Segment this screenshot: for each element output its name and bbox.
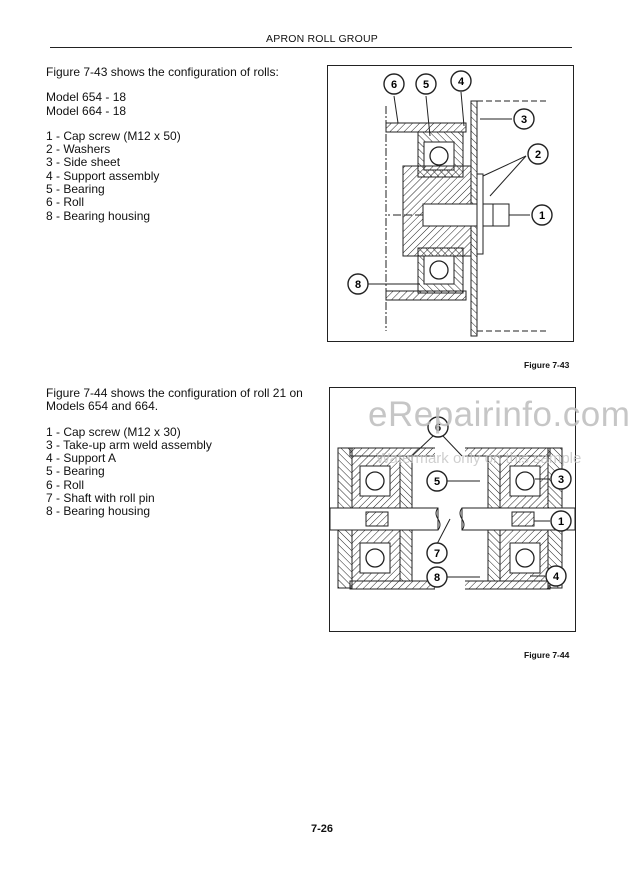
part-list-item: 6 - Roll (46, 477, 85, 492)
figure-7-43-caption: Figure 7-43 (524, 360, 570, 370)
figure-7-44-drawing: 6 5 3 1 7 8 4 (329, 416, 576, 593)
model-line: Model 664 - 18 (46, 103, 127, 118)
part-list-item: 4 - Support assembly (46, 168, 160, 183)
figure-7-44-caption: Figure 7-44 (524, 650, 570, 660)
section-2-text: Figure 7-44 shows the configuration of r… (46, 386, 303, 519)
part-list-item: 3 - Take-up arm weld assembly (46, 437, 212, 452)
svg-text:4: 4 (458, 76, 465, 88)
callout-3: 3 (550, 468, 572, 490)
part-list-item: 1 - Cap screw (M12 x 30) (46, 424, 181, 439)
section-1-text: Figure 7-43 shows the configuration of r… (46, 65, 279, 223)
part-list-item: 8 - Bearing housing (46, 208, 151, 223)
header-rule (50, 47, 572, 48)
svg-text:4: 4 (553, 571, 560, 583)
callout-6: 6 (427, 416, 449, 438)
section-1-intro: Figure 7-43 shows the configuration of r… (46, 65, 279, 79)
page-number: 7-26 (310, 823, 334, 835)
callout-4: 4 (545, 565, 567, 587)
figure-7-44: 6 5 3 1 7 8 4 (329, 387, 576, 632)
part-list-item: 7 - Shaft with roll pin (46, 491, 155, 506)
part-list-item: 6 - Roll (46, 195, 85, 210)
part-list-item: 1 - Cap screw (M12 x 50) (46, 128, 181, 143)
part-list-item: 8 - Bearing housing (46, 504, 151, 519)
callout-8: 8 (426, 566, 448, 588)
figure-7-43: 6 5 4 3 2 1 8 (327, 65, 574, 342)
callout-5: 5 (426, 470, 448, 492)
section-2-intro-line: Models 654 and 664. (46, 399, 159, 414)
section-2-intro-line: Figure 7-44 shows the configuration of r… (46, 386, 303, 400)
part-list-item: 3 - Side sheet (46, 155, 121, 170)
callout-3: 3 (513, 108, 535, 130)
svg-text:7: 7 (434, 548, 440, 560)
part-list-item: 5 - Bearing (46, 182, 105, 197)
callout-4: 4 (450, 70, 472, 92)
svg-text:6: 6 (435, 422, 441, 434)
svg-text:1: 1 (539, 210, 545, 222)
callout-1: 1 (531, 204, 553, 226)
watermark-subtext: Watermark only on this sample (376, 450, 582, 467)
figure-7-43-drawing: 6 5 4 3 2 1 8 (347, 70, 553, 337)
watermark-text: eRepairinfo.com (368, 395, 631, 434)
model-line: Model 654 - 18 (46, 90, 127, 105)
callout-6: 6 (383, 73, 405, 95)
svg-text:6: 6 (391, 79, 397, 91)
svg-text:3: 3 (521, 114, 527, 126)
callout-5: 5 (415, 73, 437, 95)
svg-text:3: 3 (558, 474, 564, 486)
callout-7: 7 (426, 542, 448, 564)
part-list-item: 4 - Support A (46, 451, 117, 466)
callout-1: 1 (550, 510, 572, 532)
svg-text:8: 8 (355, 279, 361, 291)
svg-text:2: 2 (535, 149, 541, 161)
callout-2: 2 (527, 143, 549, 165)
svg-text:5: 5 (423, 79, 429, 91)
svg-text:5: 5 (434, 476, 440, 488)
page-header-title: APRON ROLL GROUP (266, 33, 378, 45)
part-list-item: 2 - Washers (46, 142, 111, 157)
svg-text:1: 1 (558, 516, 564, 528)
svg-text:8: 8 (434, 572, 440, 584)
part-list-item: 5 - Bearing (46, 464, 105, 479)
callout-8: 8 (347, 273, 369, 295)
